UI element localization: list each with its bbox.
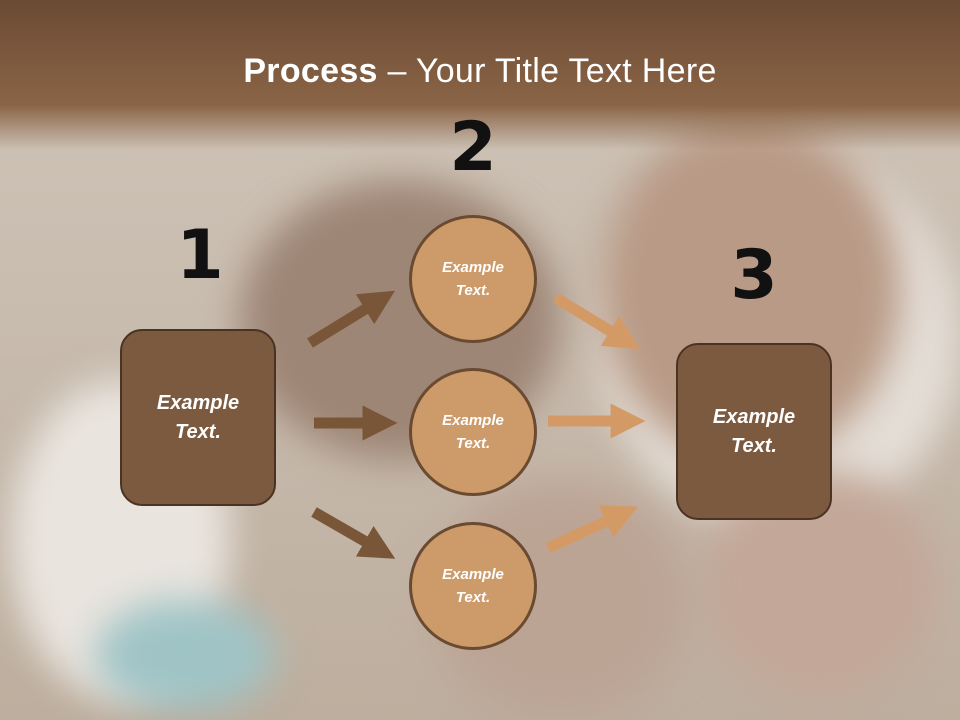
circle-middle-line2: Text. <box>455 435 491 452</box>
title-rest: – Your Title Text Here <box>377 52 717 90</box>
circle-bottom-line1: Example <box>442 566 504 583</box>
step-number-1: 1 <box>176 216 224 295</box>
arrow-bottom-to-right <box>545 505 638 553</box>
slide-title: Process – Your Title Text Here <box>0 52 960 91</box>
box-right-line2: Text. <box>731 434 777 457</box>
box-right-line1: Example <box>712 405 796 428</box>
circle-top-line2: Text. <box>455 282 491 299</box>
circle-top-line1: Example <box>442 259 504 276</box>
circle-bottom-line2: Text. <box>455 589 491 606</box>
title-banner <box>0 0 960 150</box>
arrow-top-to-right <box>553 293 641 350</box>
step-number-3: 3 <box>730 236 778 315</box>
title-bold: Process <box>243 52 378 90</box>
step-number-2: 2 <box>449 108 497 187</box>
box-left-line1: Example <box>156 391 240 414</box>
box-left-line2: Text. <box>175 420 221 443</box>
circle-middle-line1: Example <box>442 412 504 429</box>
arrow-left-to-top <box>307 290 395 348</box>
background-photo-hairdryer <box>95 600 275 710</box>
arrow-left-to-bottom <box>311 507 396 559</box>
